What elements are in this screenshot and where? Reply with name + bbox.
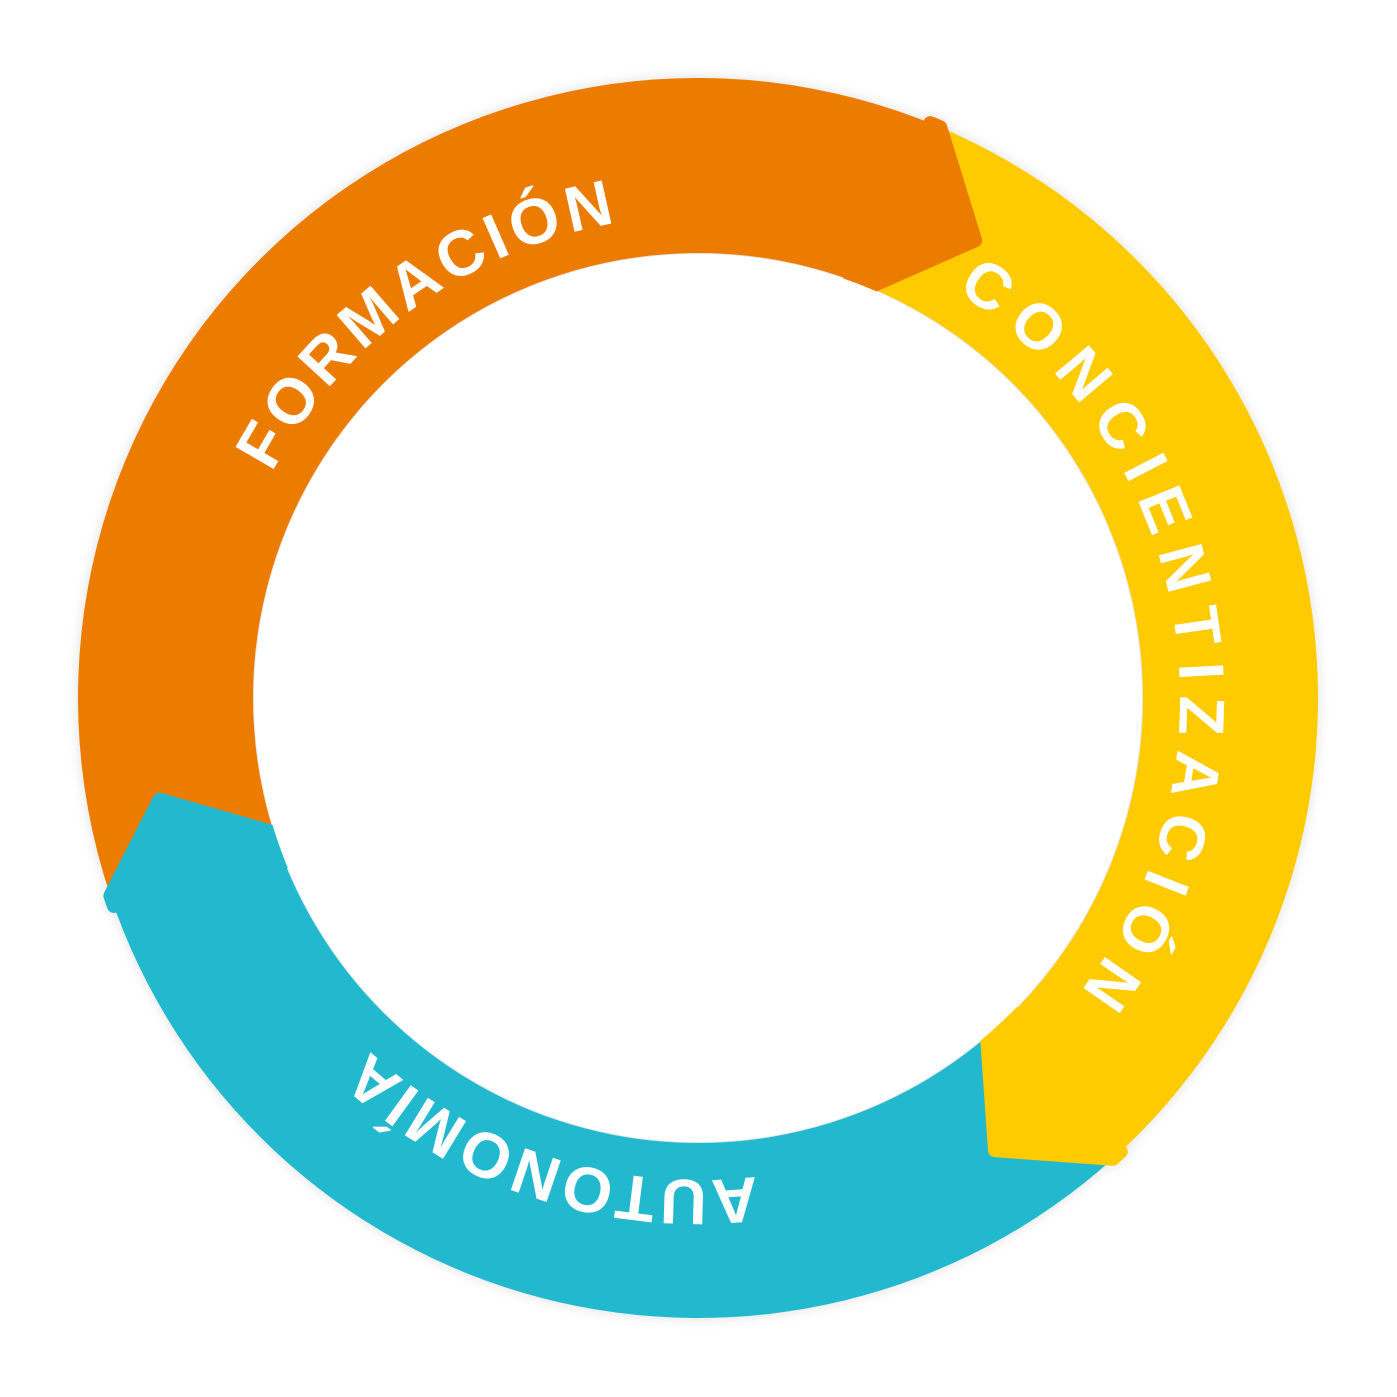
- arrowhead-autonomia: [103, 792, 292, 913]
- arrowhead-formacion: [843, 116, 983, 295]
- segment-concientizacion: [871, 127, 1318, 1159]
- segment-formacion: [78, 77, 941, 896]
- center-disc: [254, 254, 1142, 1142]
- segment-autonomia: [110, 839, 1113, 1318]
- arrowhead-concientizacion: [980, 1005, 1128, 1166]
